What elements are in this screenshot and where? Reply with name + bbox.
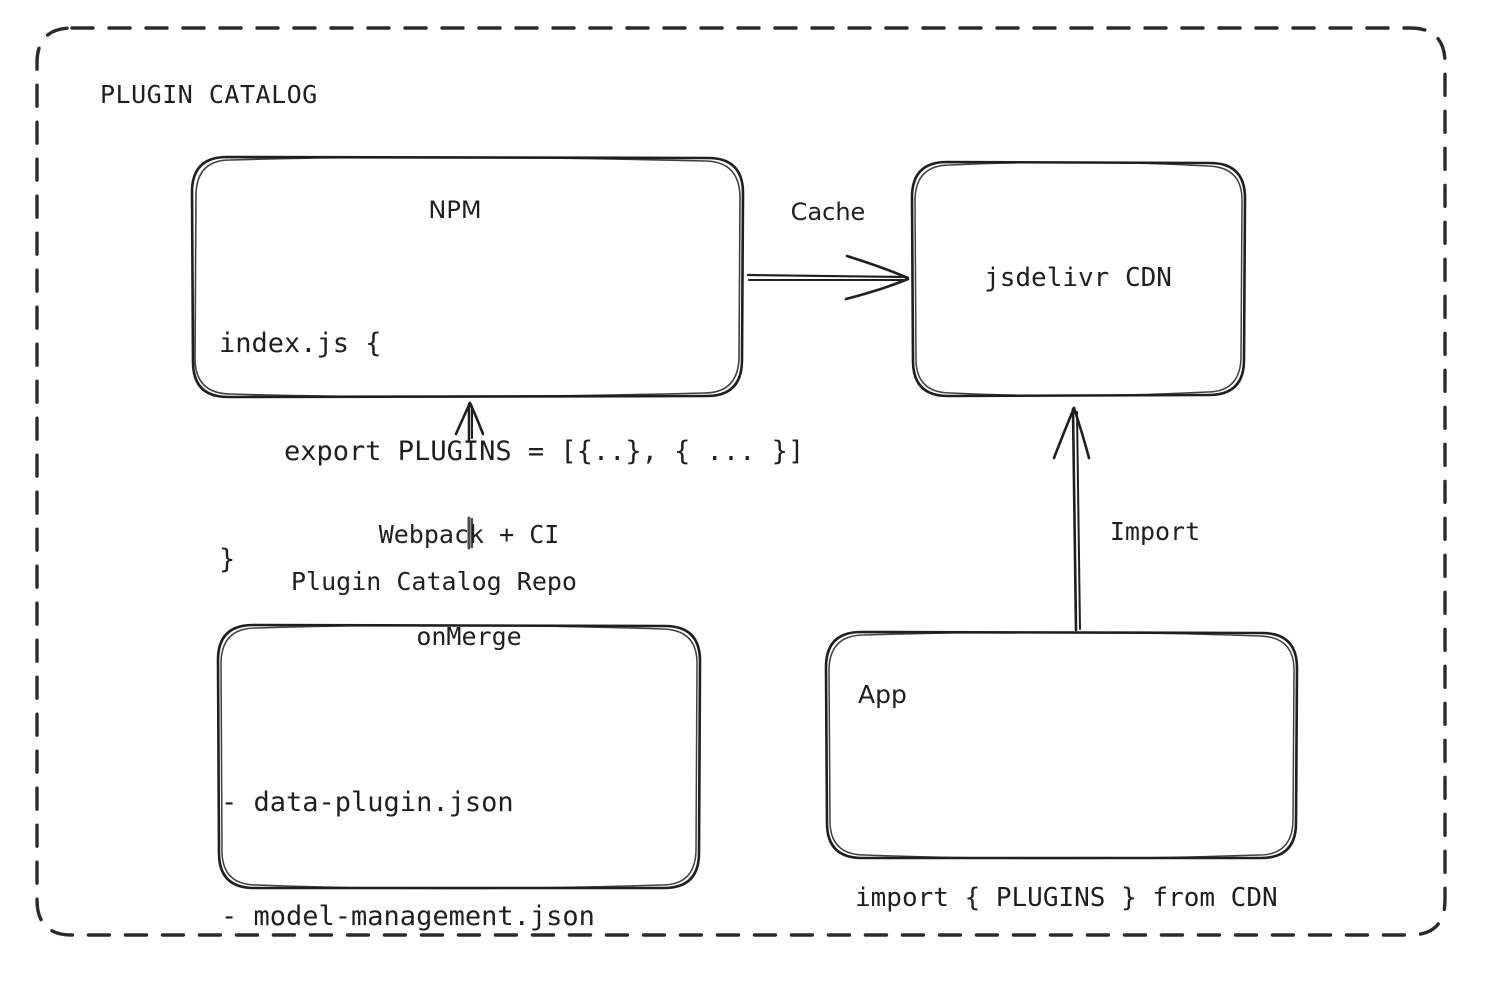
npm-code-line-2: export PLUGINS = [{..}, { ... }]: [219, 436, 805, 467]
repo-node-label: Plugin Catalog Repo: [291, 567, 577, 596]
import-edge-label: Import: [1109, 517, 1201, 546]
repo-file-list: - data-plugin.json - model-management.js…: [221, 708, 595, 1002]
repo-file-item: - data-plugin.json: [221, 787, 514, 818]
npm-code-line-1: index.js {: [219, 328, 382, 359]
npm-code-line-3: }: [219, 544, 236, 575]
cdn-node-title: jsdelivr CDN: [984, 263, 1172, 293]
webpack-edge-label-line-2: onMerge: [416, 622, 522, 651]
app-code-line-1: import { PLUGINS } from CDN: [855, 883, 1278, 913]
app-node-title: App: [858, 680, 907, 709]
webpack-edge-label: Webpack + CI onMerge: [379, 450, 560, 722]
import-arrow: [1052, 406, 1091, 632]
cache-edge-label: Cache: [790, 198, 866, 226]
npm-code-block: index.js { export PLUGINS = [{..}, { ...…: [219, 254, 804, 650]
app-code-block: import { PLUGINS } from CDN PLUGINS.forE…: [855, 738, 1278, 1002]
plugin-catalog-title: PLUGIN CATALOG: [100, 80, 318, 109]
repo-file-item: - model-management.json: [221, 901, 595, 932]
webpack-edge-label-line-1: Webpack + CI: [378, 520, 560, 549]
npm-node-title: NPM: [428, 196, 482, 224]
